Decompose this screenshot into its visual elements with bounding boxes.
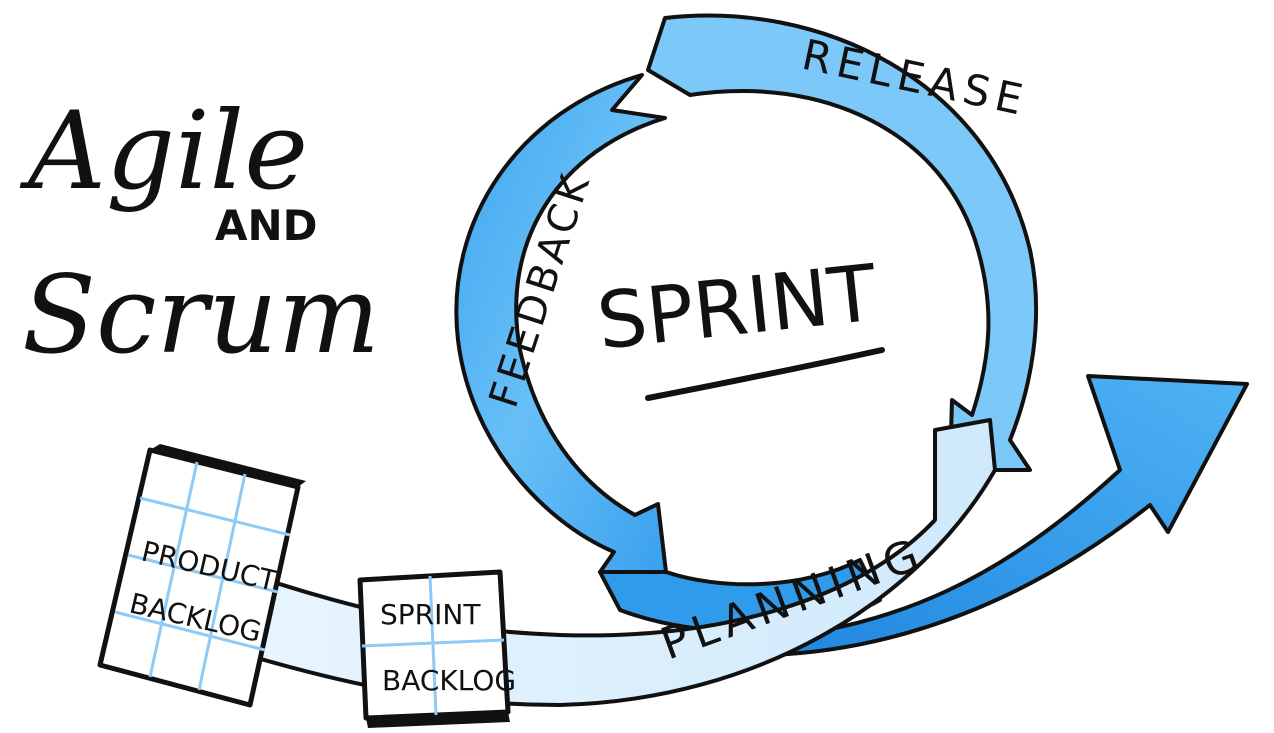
sprint-underline <box>645 347 885 401</box>
title-line1: Agile <box>19 89 308 214</box>
title-line2: AND <box>215 201 318 250</box>
sprint-backlog-line1: SPRINT <box>380 598 481 631</box>
sprint-backlog-grid <box>361 575 505 716</box>
sprint-backlog-card: SPRINT BACKLOG <box>357 569 516 728</box>
product-backlog-card: PRODUCT BACKLOG <box>97 444 306 708</box>
sprint-backlog-line2: BACKLOG <box>382 664 516 697</box>
title: Agile AND Scrum <box>19 89 380 378</box>
title-line3: Scrum <box>22 253 380 378</box>
progress-arrow <box>758 374 1249 657</box>
sprint-center-label: SPRINT <box>593 249 881 368</box>
release-arc <box>646 13 1039 472</box>
product-backlog-grid <box>114 461 291 691</box>
